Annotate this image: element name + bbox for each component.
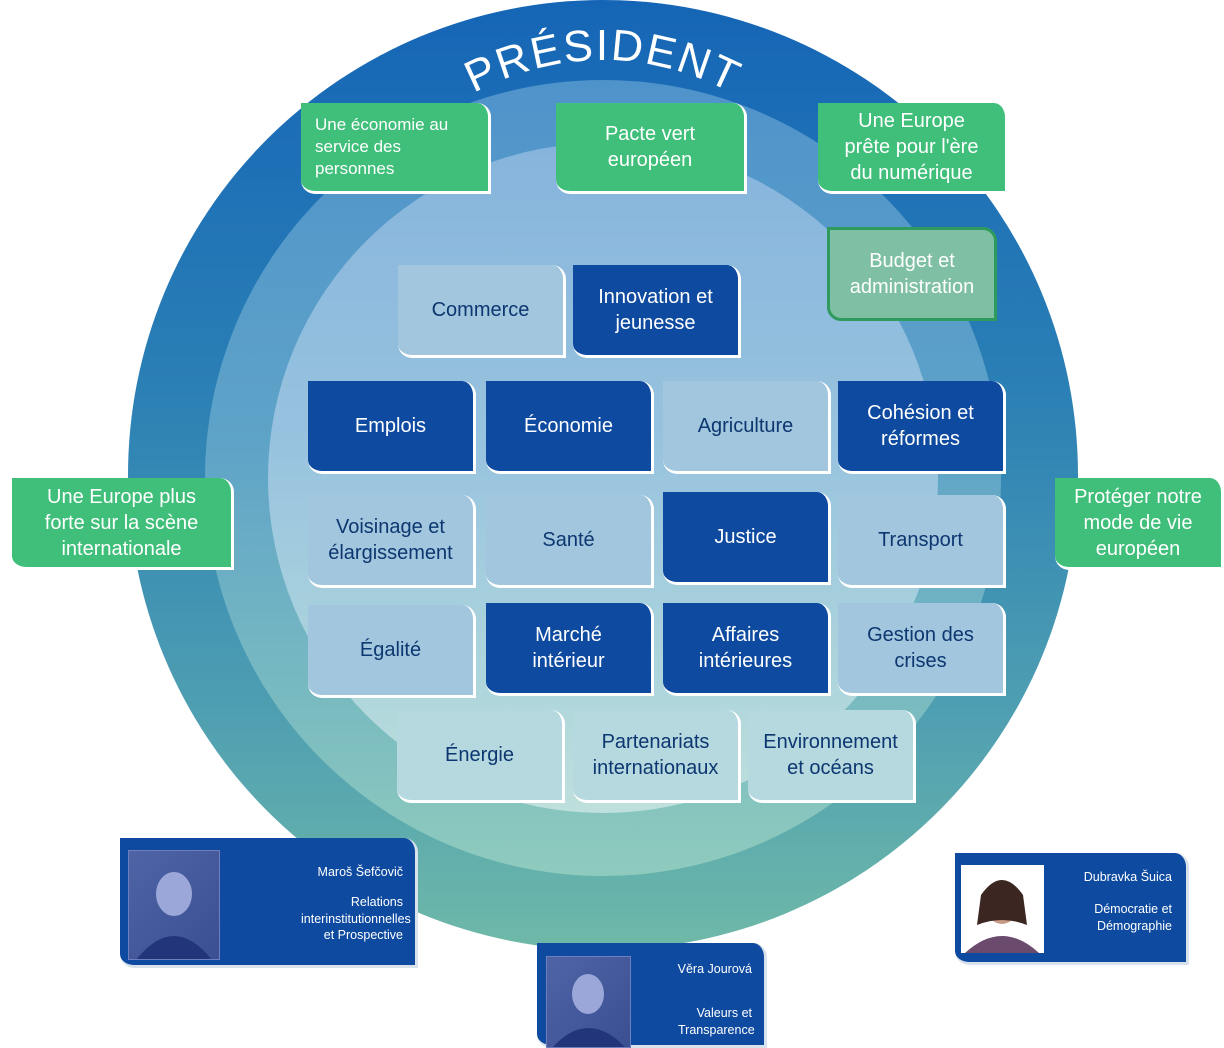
- portfolio-economie-label: Économie: [524, 415, 613, 437]
- portfolio-transport[interactable]: Transport: [838, 495, 1006, 588]
- president-title: PRÉSIDENT: [457, 21, 749, 102]
- priority-stronger-europe-label: Une Europe plus forte sur la scène inter…: [44, 485, 199, 560]
- portfolio-crises-label: Gestion des crises: [867, 624, 974, 672]
- portfolio-voisinage-label: Voisinage et élargissement: [328, 516, 453, 564]
- portrait-icon: [965, 880, 1039, 953]
- portrait-icon: [128, 850, 220, 960]
- portfolio-egalite-label: Égalité: [359, 639, 422, 661]
- priority-green-deal[interactable]: Pacte vert européen: [556, 103, 747, 194]
- priority-budget[interactable]: Budget et administration: [827, 227, 997, 321]
- vp-card-text: Dubravka Šuica Démocratie et Démographie: [1052, 869, 1172, 934]
- vp-card-text: Maroš Šefčovič Relations interinstitutio…: [233, 864, 411, 943]
- portrait-icon: [546, 956, 631, 1048]
- priority-protect-label: Protéger notre mode de vie européen: [1074, 485, 1202, 560]
- portfolio-agriculture[interactable]: Agriculture: [663, 381, 831, 474]
- priority-economy[interactable]: Une économie au service des personnes: [301, 103, 491, 194]
- president-title-arc: PRÉSIDENT: [457, 21, 749, 102]
- vp-name: Dubravka Šuica: [1083, 870, 1172, 884]
- avatar: [961, 865, 1044, 953]
- vp-card-suica[interactable]: Dubravka Šuica Démocratie et Démographie: [955, 853, 1189, 965]
- portfolio-energie-label: Énergie: [445, 744, 514, 766]
- portfolio-affaires-label: Affaires intérieures: [698, 624, 793, 672]
- portfolio-cohesion-label: Cohésion et réformes: [867, 402, 974, 450]
- portfolio-voisinage[interactable]: Voisinage et élargissement: [308, 495, 476, 588]
- vp-card-jourova[interactable]: Věra Jourová Valeurs et Transparence: [537, 943, 767, 1048]
- portfolio-cohesion[interactable]: Cohésion et réformes: [838, 381, 1006, 474]
- portfolio-sante-label: Santé: [542, 529, 595, 551]
- portfolio-marche-label: Marché intérieur: [532, 624, 605, 672]
- vp-name: Maroš Šefčovič: [317, 865, 403, 879]
- priority-stronger-europe[interactable]: Une Europe plus forte sur la scène inter…: [12, 478, 234, 570]
- vp-role: Relations interinstitutionnelles et Pros…: [301, 895, 411, 942]
- portfolio-energie[interactable]: Énergie: [397, 710, 565, 803]
- portfolio-innovation[interactable]: Innovation et jeunesse: [573, 265, 741, 358]
- vp-role: Valeurs et Transparence: [678, 1006, 755, 1037]
- portfolio-commerce[interactable]: Commerce: [398, 265, 566, 358]
- avatar: [546, 956, 631, 1048]
- priority-digital-label: Une Europe prête pour l'ère du numérique: [844, 110, 979, 184]
- portfolio-egalite[interactable]: Égalité: [308, 605, 476, 698]
- vp-role: Démocratie et Démographie: [1094, 902, 1172, 933]
- portfolio-crises[interactable]: Gestion des crises: [838, 603, 1006, 696]
- portfolio-environnement-label: Environnement et océans: [763, 731, 898, 779]
- priority-green-deal-label: Pacte vert européen: [604, 123, 696, 171]
- priority-budget-label: Budget et administration: [849, 250, 975, 298]
- portfolio-partenariats-label: Partenariats internationaux: [592, 731, 719, 779]
- portfolio-transport-label: Transport: [878, 529, 963, 551]
- priority-economy-label: Une économie au service des personnes: [315, 114, 449, 179]
- portfolio-emplois-label: Emplois: [354, 415, 427, 437]
- portfolio-marche[interactable]: Marché intérieur: [486, 603, 654, 696]
- priority-protect[interactable]: Protéger notre mode de vie européen: [1055, 478, 1224, 570]
- portfolio-sante[interactable]: Santé: [486, 495, 654, 588]
- inner-disc: [268, 143, 938, 813]
- portfolio-justice[interactable]: Justice: [663, 492, 831, 585]
- avatar: [128, 850, 220, 960]
- vp-card-sefcovic[interactable]: Maroš Šefčovič Relations interinstitutio…: [120, 838, 418, 968]
- vp-name: Věra Jourová: [677, 962, 752, 976]
- portfolio-partenariats[interactable]: Partenariats internationaux: [573, 710, 741, 803]
- portfolio-justice-label: Justice: [714, 526, 777, 548]
- vp-card-text: Věra Jourová Valeurs et Transparence: [642, 961, 755, 1038]
- portfolio-agriculture-label: Agriculture: [697, 415, 794, 437]
- portfolio-emplois[interactable]: Emplois: [308, 381, 476, 474]
- priority-digital[interactable]: Une Europe prête pour l'ère du numérique: [818, 103, 1008, 194]
- portfolio-environnement[interactable]: Environnement et océans: [748, 710, 916, 803]
- portfolio-commerce-label: Commerce: [431, 299, 530, 321]
- portfolio-innovation-label: Innovation et jeunesse: [598, 286, 713, 334]
- portfolio-affaires[interactable]: Affaires intérieures: [663, 603, 831, 696]
- portfolio-economie[interactable]: Économie: [486, 381, 654, 474]
